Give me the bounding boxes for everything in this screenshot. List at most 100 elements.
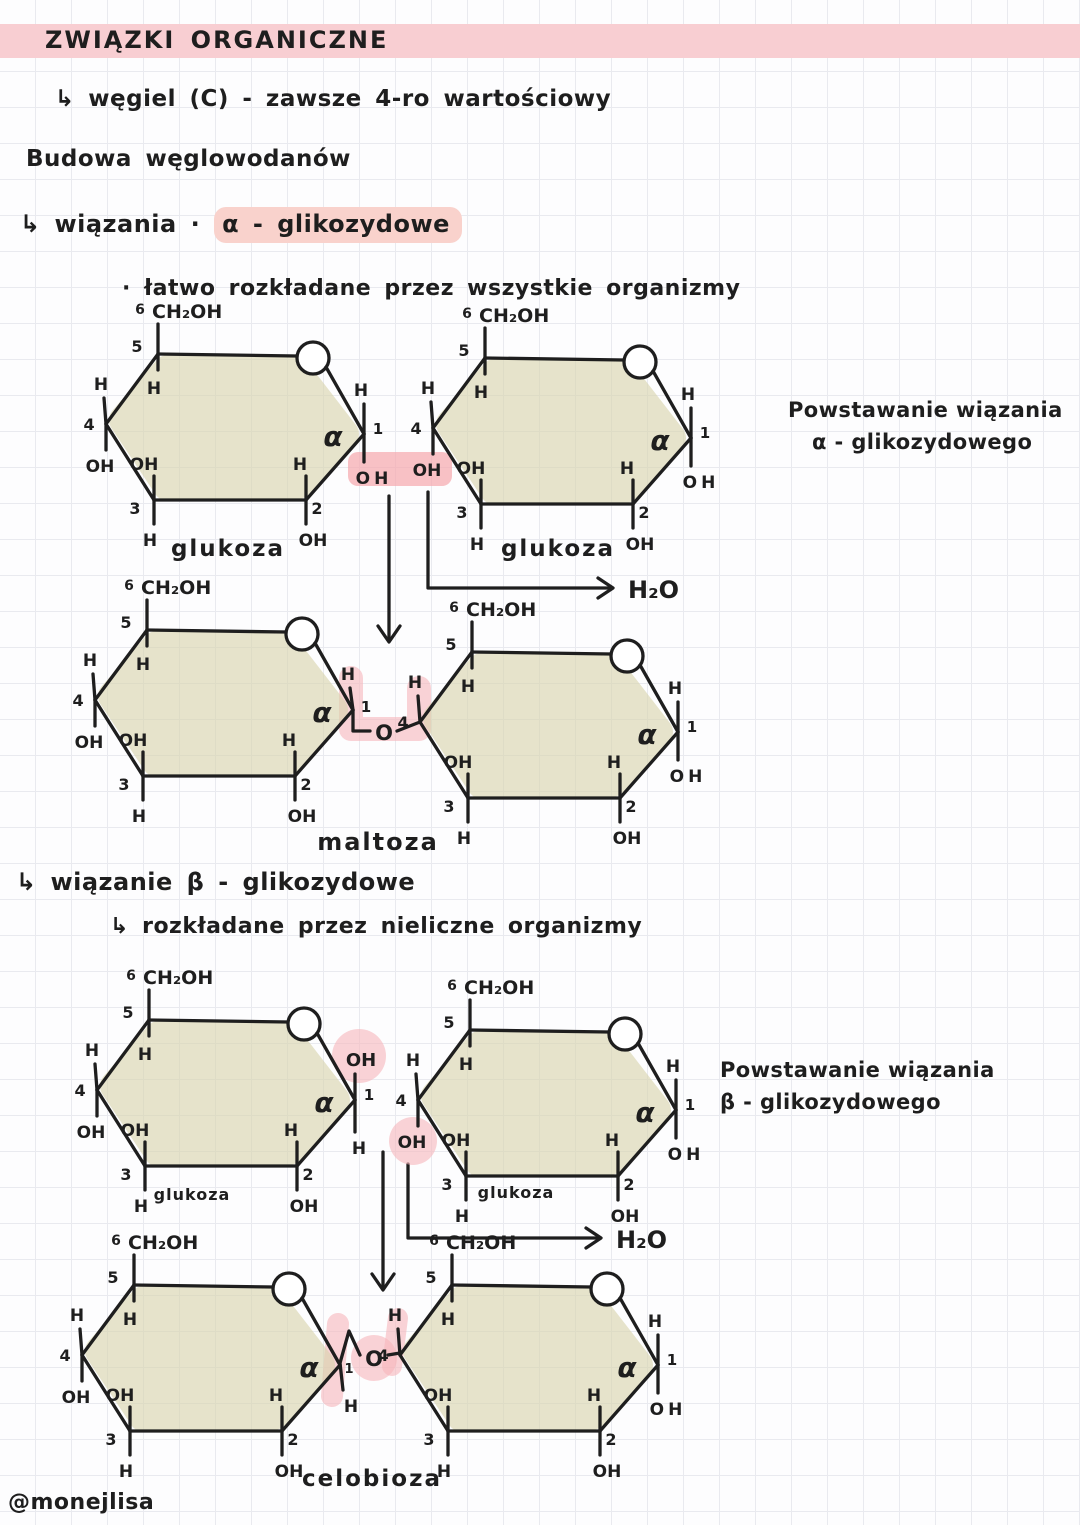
c1-number: 1: [364, 1086, 374, 1104]
beta-condensation: H₂O: [370, 1150, 667, 1292]
ring-highlighter-fill: [403, 1286, 653, 1432]
c2-number: 2: [638, 503, 649, 522]
note-carbon-valence: ↳ węgiel (C) - zawsze 4-ro wartościowy: [55, 86, 612, 112]
c6-number: 6: [429, 1233, 439, 1249]
c6-ch2oh-label: CH₂OH: [446, 1232, 516, 1254]
c4-h-label: H: [85, 1041, 99, 1061]
c5-number: 5: [443, 1013, 454, 1032]
c4-number: 4: [72, 691, 83, 710]
arrow-water-beta-head: [584, 1226, 603, 1250]
note-beta-bond: ↳ wiązanie β - glikozydowe: [16, 868, 416, 896]
c4-number: 4: [59, 1346, 70, 1365]
c2-h-label: H: [620, 459, 634, 479]
c1-oh-label: OH: [356, 469, 393, 489]
caption-alpha-bond-formation: Powstawanie wiązania α - glikozydowego: [788, 394, 1063, 458]
c5-number: 5: [425, 1268, 436, 1287]
c6-ch2oh-label: CH₂OH: [466, 599, 536, 621]
ring-highlighter-fill: [100, 1021, 350, 1167]
c3-number: 3: [129, 499, 140, 518]
c3-h-label: H: [119, 1462, 133, 1482]
molecule-name-cellobiose: celobioza: [302, 1466, 442, 1492]
bridge-h-label: H: [341, 665, 355, 685]
ring-oxygen-icon: [622, 344, 658, 380]
c5-h-label: H: [147, 379, 161, 399]
c2-oh-label: OH: [288, 807, 317, 827]
alpha-glycosidic-highlight: α - glikozydowe: [214, 207, 462, 243]
c2-number: 2: [605, 1430, 616, 1449]
alpha-condensation: H₂O: [348, 452, 679, 644]
c3-number: 3: [120, 1165, 131, 1184]
bridge-bond-right: [386, 1351, 402, 1357]
arrow-water-alpha: [426, 490, 612, 590]
anomeric-alpha-label: α: [323, 420, 343, 453]
ring-oxygen-icon: [589, 1271, 625, 1307]
note-alpha-bonds: ↳ wiązania · α - glikozydowe: [20, 207, 462, 243]
arrow-down-alpha-head: [376, 624, 402, 644]
molecule-name-glucose-2: glukoza: [501, 536, 615, 562]
c5-h-label: H: [136, 655, 150, 675]
c5-number: 5: [131, 337, 142, 356]
arrow-water-beta: [406, 1162, 600, 1240]
c5-h-label: H: [474, 383, 488, 403]
c1-h-label: H: [648, 1312, 662, 1332]
c5-h-label: H: [441, 1310, 455, 1330]
bridge-bond-left: [351, 708, 372, 733]
c3-number: 3: [443, 797, 454, 816]
cellobiose-bridge: O H 1: [321, 1308, 408, 1417]
beta-bond-pink-highlight-3: [382, 1308, 408, 1376]
caption-alpha-line1: Powstawanie wiązania: [788, 398, 1063, 422]
c4-h-label: H: [83, 651, 97, 671]
c6-ch2oh-label: CH₂OH: [141, 577, 211, 599]
c6-ch2oh-label: CH₂OH: [128, 1232, 198, 1254]
ring-oxygen-icon: [607, 1016, 643, 1052]
c1-h-label: H: [352, 1139, 366, 1159]
c4-oh-pink-highlight: [389, 1117, 437, 1165]
c6-number: 6: [135, 302, 145, 318]
anomeric-alpha-label: α: [312, 696, 332, 729]
c4-h-label: H: [388, 1306, 402, 1326]
note-beta-breakdown: ↳ rozkładane przez nieliczne organizmy: [110, 914, 643, 939]
c6-number: 6: [126, 968, 136, 984]
c2-h-label: H: [284, 1121, 298, 1141]
c1-oh-pink-highlight: [332, 1029, 386, 1083]
c6-ch2oh-label: CH₂OH: [152, 301, 222, 323]
beta-bond-pink-highlight-1: [321, 1313, 349, 1407]
title-highlight-bar: [0, 24, 1080, 58]
c2-number: 2: [625, 797, 636, 816]
c1-number: 1: [685, 1096, 695, 1114]
page-title: ZWIĄZKI ORGANICZNE: [45, 26, 389, 54]
bridge-zigzag-bond: [338, 1329, 362, 1365]
c6-ch2oh-label: CH₂OH: [479, 305, 549, 327]
c4-h-label: H: [408, 673, 422, 693]
c1-oh-label: OH: [668, 1145, 705, 1165]
c2-oh-label: OH: [611, 1207, 640, 1227]
c6-ch2oh-label: CH₂OH: [464, 977, 534, 999]
caption-alpha-line2: α - glikozydowego: [812, 430, 1033, 454]
c1-h-bond: [338, 1361, 345, 1392]
ring-highlighter-fill: [436, 359, 686, 505]
bridge-c1-number: 1: [344, 1362, 353, 1377]
c4-h-label: H: [421, 379, 435, 399]
ring-highlighter-fill: [109, 355, 359, 501]
c4-oh-label: OH: [413, 461, 442, 481]
c2-number: 2: [300, 775, 311, 794]
c3-number: 3: [118, 775, 129, 794]
anomeric-alpha-label: α: [637, 718, 657, 751]
c3-number: 3: [441, 1175, 452, 1194]
c2-h-label: H: [587, 1386, 601, 1406]
c4-oh-label: OH: [62, 1388, 91, 1408]
ring-highlighter-fill: [423, 653, 673, 799]
c2-h-label: H: [269, 1386, 283, 1406]
c3-h-label: H: [455, 1207, 469, 1227]
c5-number: 5: [107, 1268, 118, 1287]
c5-h-label: H: [459, 1055, 473, 1075]
c1-number: 1: [687, 718, 697, 736]
c1-number: 1: [700, 424, 710, 442]
c2-number: 2: [311, 499, 322, 518]
caption-beta-bond-formation: Powstawanie wiązania β - glikozydowego: [720, 1054, 995, 1118]
